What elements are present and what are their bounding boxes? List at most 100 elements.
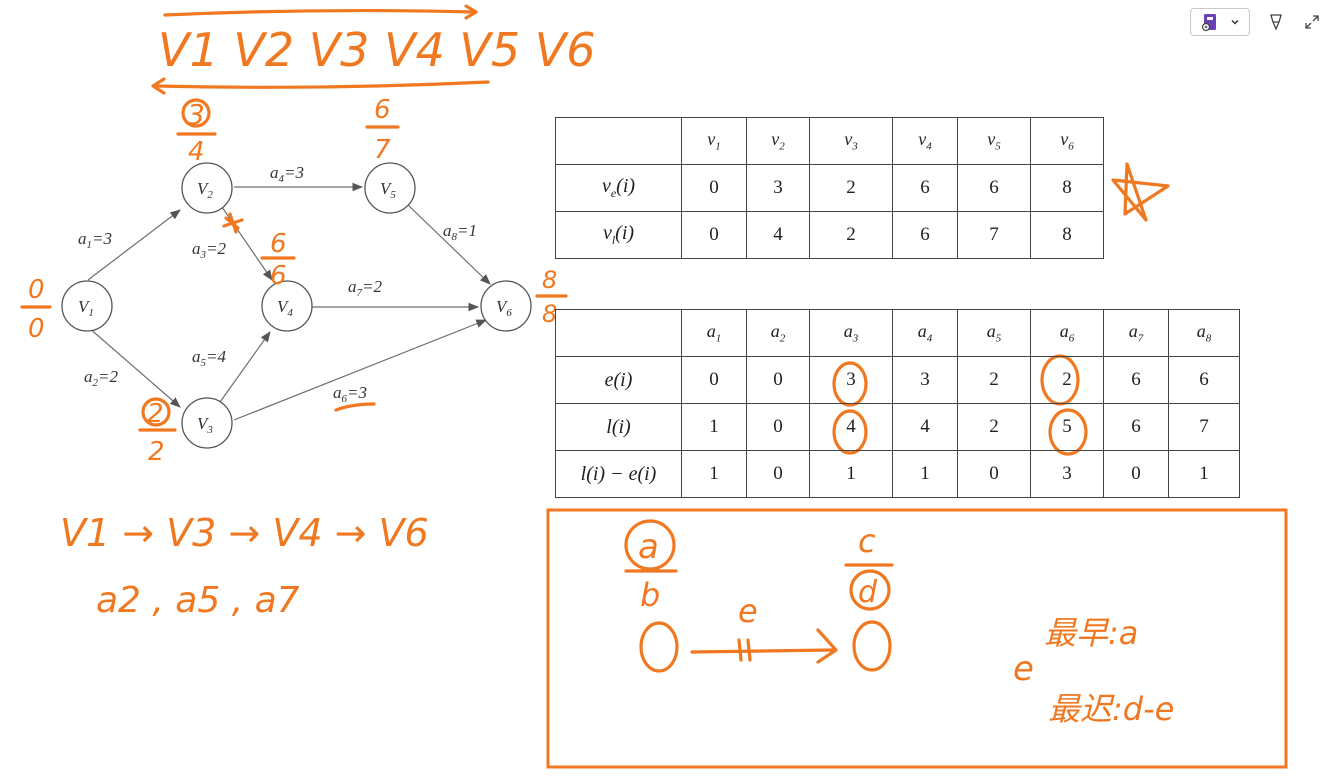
edge-label-a7: a7=2 (348, 277, 382, 299)
svg-text:V3: V3 (197, 414, 213, 436)
v5-times: 6 7 (365, 95, 400, 165)
svg-text:8: 8 (542, 300, 557, 328)
table-cell: 1 (809, 450, 893, 498)
chevron-down-icon (1230, 17, 1240, 27)
table-cell: 3 (746, 164, 810, 212)
row-label: e(i) (555, 356, 682, 404)
node-v1: V1 (61, 280, 113, 332)
svg-text:0: 0 (28, 275, 45, 305)
table-cell: 2 (809, 211, 893, 259)
legend-letter-c: c (858, 522, 876, 560)
vertex-table-header: v1 v2 v3 v4 v5 v6 (555, 117, 1104, 165)
table-cell: 4 (892, 403, 958, 451)
header-cell: a4 (892, 309, 958, 357)
header-cell: v2 (746, 117, 810, 165)
table-row: l(i) − e(i) 1 0 1 1 0 3 0 1 (555, 450, 1240, 498)
node-v2: V2 (181, 162, 233, 214)
svg-text:2: 2 (147, 399, 164, 429)
table-cell: 2 (957, 403, 1031, 451)
edge-label-a2: a2=2 (84, 367, 118, 389)
table-cell: 8 (1030, 164, 1104, 212)
edge-a5 (219, 331, 271, 403)
svg-text:V5: V5 (380, 179, 396, 201)
legend-node-left (639, 621, 679, 673)
v2-times: 3 4 (176, 98, 217, 167)
graph-edges (87, 182, 491, 421)
svg-text:4: 4 (188, 137, 205, 167)
notebook-picker-button[interactable] (1190, 8, 1250, 36)
table-cell: 8 (1030, 211, 1104, 259)
legend-edge (690, 648, 834, 654)
pen-tool-button[interactable] (1266, 12, 1286, 32)
edge-label-a4: a4=3 (270, 163, 304, 185)
svg-text:V2: V2 (197, 179, 213, 201)
table-cell: 0 (681, 356, 747, 404)
edge-a6 (233, 319, 488, 421)
row-label: l(i) (555, 403, 682, 451)
v6-times: 8 8 (535, 266, 568, 328)
legend-letter-b: b (640, 576, 660, 614)
vertex-times-table: v1 v2 v3 v4 v5 v6 ve(i) 0 3 2 6 6 8 vl(i… (555, 117, 1104, 259)
svg-text:6: 6 (374, 95, 391, 125)
table-cell: 3 (1030, 450, 1104, 498)
edge-a2 (87, 326, 181, 408)
svg-text:2: 2 (148, 437, 165, 467)
edge-label-a6: a6=3 (333, 383, 367, 405)
svg-text:0: 0 (28, 314, 45, 344)
row-label: l(i) − e(i) (555, 450, 682, 498)
table-cell: 3 (809, 356, 893, 404)
legend-letter-e-side: e (1013, 649, 1034, 689)
row-label: ve(i) (555, 164, 682, 212)
header-cell: v6 (1030, 117, 1104, 165)
header-cell: a8 (1168, 309, 1240, 357)
table-row: vl(i) 0 4 2 6 7 8 (555, 211, 1104, 259)
fullscreen-button[interactable] (1302, 12, 1322, 32)
topological-order-annotation: V1 V2 V3 V4 V5 V6 (151, 4, 596, 95)
edge-a1 (87, 209, 181, 281)
v4-times: 6 6 (260, 229, 296, 291)
table-cell: 7 (957, 211, 1031, 259)
table-cell: 1 (1168, 450, 1240, 498)
legend-circle-d (849, 569, 891, 611)
table-cell: 0 (746, 450, 810, 498)
legend-letter-d: d (858, 575, 878, 610)
header-cell: v5 (957, 117, 1031, 165)
table-cell: 5 (1030, 403, 1104, 451)
edge-labels: a1=3 a2=2 a3=2 a4=3 a5=4 a6=3 a7=2 a8=1 (78, 163, 477, 405)
svg-text:V4: V4 (277, 297, 293, 319)
table-cell: 6 (1103, 403, 1169, 451)
header-cell: a3 (809, 309, 893, 357)
edge-label-a3: a3=2 (192, 239, 226, 261)
order-arrow-left (153, 80, 490, 89)
table-cell: 1 (681, 450, 747, 498)
table-cell: 7 (1168, 403, 1240, 451)
legend-node-right (852, 620, 892, 672)
header-cell: a7 (1103, 309, 1169, 357)
header-cell: a5 (957, 309, 1031, 357)
table-cell: 6 (1168, 356, 1240, 404)
svg-text:V6: V6 (496, 297, 512, 319)
table-cell: 2 (809, 164, 893, 212)
table-cell: 4 (809, 403, 893, 451)
order-sequence-text: V1 V2 V3 V4 V5 V6 (158, 23, 596, 77)
table-cell: 6 (1103, 356, 1169, 404)
legend-circle-a (624, 519, 676, 571)
legend-latest: 最迟:d-e (1048, 690, 1174, 728)
table-cell: 0 (746, 403, 810, 451)
activity-times-table: a1 a2 a3 a4 a5 a6 a7 a8 e(i) 0 0 3 3 2 2… (555, 309, 1240, 498)
header-cell: a2 (746, 309, 810, 357)
node-v6: V6 (480, 280, 532, 332)
svg-text:7: 7 (374, 135, 391, 165)
table-cell: 0 (1103, 450, 1169, 498)
legend-box: a b e c d e 最早:a 最迟:d-e (546, 508, 1288, 769)
order-arrow-left-head (151, 77, 166, 95)
table-cell: 2 (957, 356, 1031, 404)
v1-times: 0 0 (20, 275, 52, 344)
edge-a8 (407, 204, 491, 285)
node-v3: V3 (181, 397, 233, 449)
svg-text:6: 6 (270, 261, 287, 291)
node-v4: V4 (261, 280, 313, 332)
activity-table-header: a1 a2 a3 a4 a5 a6 a7 a8 (555, 309, 1240, 357)
table-cell: 3 (892, 356, 958, 404)
critical-path-edges: a2 , a5 , a7 (96, 580, 300, 621)
